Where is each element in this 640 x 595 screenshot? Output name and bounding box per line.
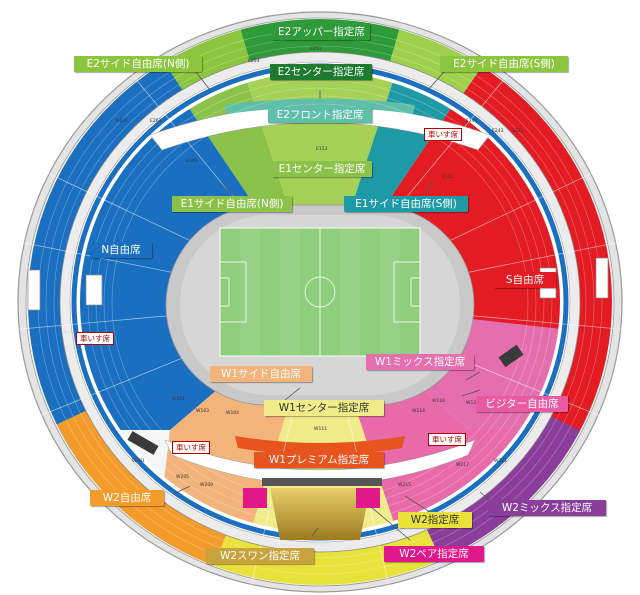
block-e153: E153 xyxy=(316,146,328,152)
label-w2-reserved: W2指定席 xyxy=(398,512,472,528)
wheelchair-n: 車いす席 xyxy=(76,332,114,345)
label-w1-premium: W1プレミアム指定席 xyxy=(254,452,384,468)
block-e143: E143 xyxy=(186,158,198,164)
block-w103: W103 xyxy=(196,408,209,414)
label-e2-front: E2フロント指定席 xyxy=(268,107,372,123)
label-w2-free: W2自由席 xyxy=(90,490,164,506)
label-w2-mix: W2ミックス指定席 xyxy=(488,500,606,516)
w2-pair-left[interactable] xyxy=(243,488,267,508)
label-s-free: S自由席 xyxy=(494,272,556,288)
w1-premium-band[interactable] xyxy=(235,436,405,455)
block-w201: W201 xyxy=(132,458,145,464)
block-w209: W209 xyxy=(200,482,213,488)
pitch-stripes xyxy=(240,228,400,356)
block-e261: E261 xyxy=(150,118,162,124)
label-e1-side-n: E1サイド自由席(N側) xyxy=(172,196,292,212)
label-e2-center: E2センター指定席 xyxy=(270,64,372,80)
label-w1-mix: W1ミックス指定席 xyxy=(366,354,474,370)
block-e241: E241 xyxy=(466,118,478,124)
block-w111: W111 xyxy=(314,426,327,432)
label-w2-swan: W2スワン指定席 xyxy=(206,548,314,564)
block-w217: W217 xyxy=(456,462,469,468)
block-w205: W205 xyxy=(176,474,189,480)
block-n101: N101 xyxy=(116,118,128,124)
label-e2-side-s: E2サイド自由席(S側) xyxy=(440,56,568,72)
w-booth xyxy=(262,478,382,486)
block-e251: E251 xyxy=(310,46,322,52)
label-e2-upper: E2アッパー指定席 xyxy=(272,24,370,40)
block-w101: W101 xyxy=(172,396,185,402)
block-e243: E243 xyxy=(492,128,504,134)
w2-pair-right[interactable] xyxy=(356,488,380,508)
block-s121: S121 xyxy=(512,128,524,134)
block-w221: W221 xyxy=(494,458,507,464)
label-visitor: ビジター自由席 xyxy=(476,396,568,412)
block-w123: W123 xyxy=(466,400,479,406)
wheelchair-e: 車いす席 xyxy=(424,128,462,141)
block-w215: W215 xyxy=(398,482,411,488)
label-n-free: N自由席 xyxy=(90,242,152,258)
label-e1-side-s: E1サイド自由席(S側) xyxy=(344,196,468,212)
s-scoreboard xyxy=(498,344,524,368)
block-e253: E253 xyxy=(248,58,260,64)
label-w1-center: W1センター指定席 xyxy=(264,400,384,416)
wheelchair-w-left: 車いす席 xyxy=(172,441,210,454)
n-scoreboard xyxy=(127,431,159,455)
w2-swan-area[interactable] xyxy=(270,488,370,540)
pitch-markings xyxy=(219,228,421,356)
block-w114: W114 xyxy=(412,408,425,414)
block-w104: W104 xyxy=(226,410,239,416)
wheelchair-w-right: 車いす席 xyxy=(428,433,466,446)
block-e123: E123 xyxy=(442,174,454,180)
label-w1-side: W1サイド自由席 xyxy=(210,366,312,382)
label-e2-side-n: E2サイド自由席(N側) xyxy=(74,56,202,72)
label-w2-pair: W2ペア指定席 xyxy=(384,546,484,562)
e2-front-band[interactable] xyxy=(225,98,415,115)
block-w116: W116 xyxy=(432,398,445,404)
label-e1-center: E1センター指定席 xyxy=(272,161,372,177)
